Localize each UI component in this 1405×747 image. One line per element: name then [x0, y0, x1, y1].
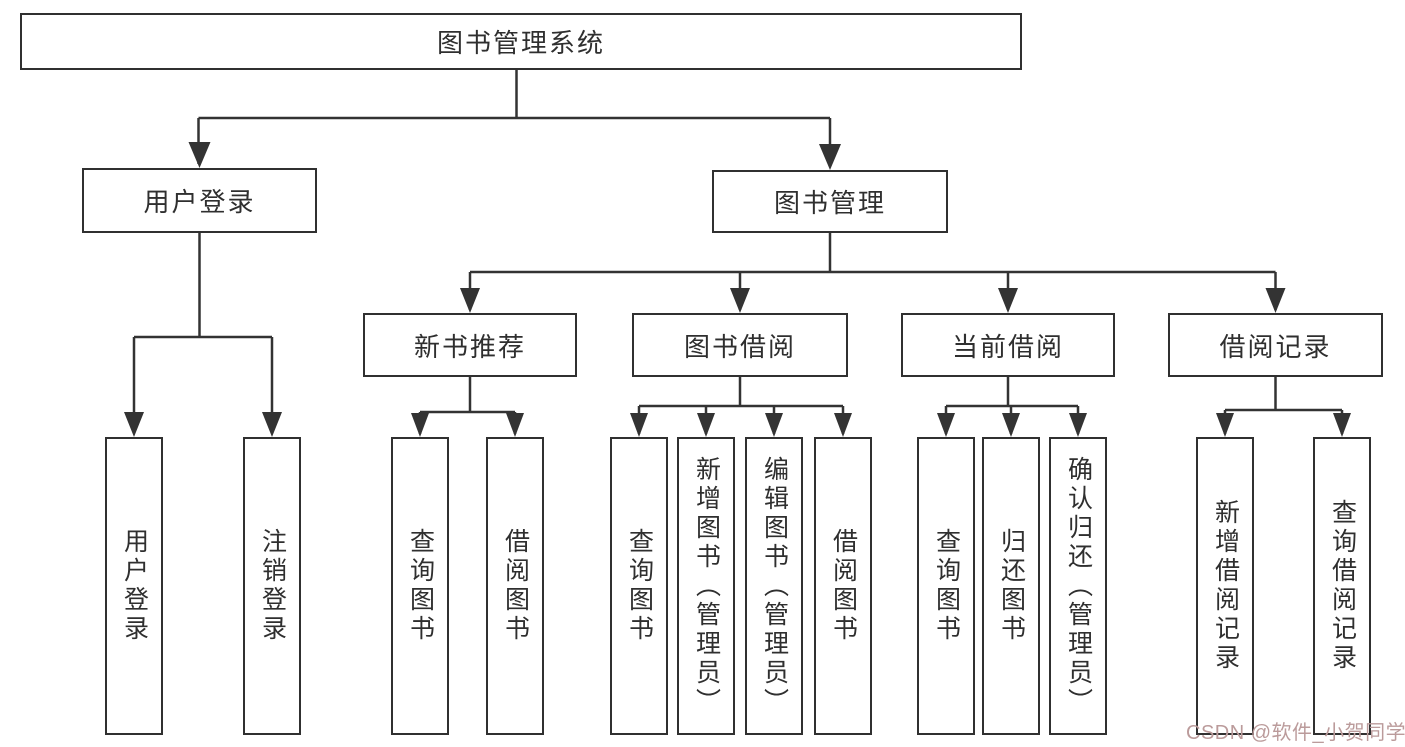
leaf-return-book: 归还图书 [982, 437, 1040, 735]
leaf-confirm-return-admin: 确认归还（管理员） [1049, 437, 1107, 735]
leaf-query-book-3: 查询图书 [917, 437, 975, 735]
arrow-icon [819, 144, 841, 170]
node-new-book-recommend: 新书推荐 [363, 313, 577, 377]
connector-book-management-split [468, 233, 1277, 310]
connector-borrow-record-split [1223, 377, 1344, 434]
leaf-label: 注销登录 [258, 528, 287, 644]
leaf-query-book-1: 查询图书 [391, 437, 449, 735]
connector-new-book-split [418, 377, 517, 434]
leaf-label: 查询图书 [625, 528, 654, 644]
arrow-icon [506, 413, 524, 437]
leaf-add-borrow-record: 新增借阅记录 [1196, 437, 1254, 735]
leaf-add-book-admin: 新增图书（管理员） [677, 437, 735, 735]
leaf-label: 借阅图书 [501, 528, 530, 644]
leaf-query-book-2: 查询图书 [610, 437, 668, 735]
leaf-borrow-book-2: 借阅图书 [814, 437, 872, 735]
node-borrow-record-label: 借阅记录 [1219, 331, 1332, 362]
node-new-book-recommend-label: 新书推荐 [413, 331, 526, 362]
arrow-icon [730, 288, 750, 313]
leaf-label: 查询图书 [406, 528, 435, 644]
leaf-label: 新增借阅记录 [1211, 499, 1240, 673]
node-user-login-label: 用户登录 [143, 187, 256, 217]
node-book-management: 图书管理 [712, 170, 948, 233]
leaf-edit-book-admin: 编辑图书（管理员） [745, 437, 803, 735]
leaf-query-borrow-record: 查询借阅记录 [1313, 437, 1371, 735]
connector-user-login-split [132, 233, 274, 433]
node-current-borrow-label: 当前借阅 [951, 331, 1064, 362]
node-root-label: 图书管理系统 [436, 28, 605, 58]
arrow-icon [630, 413, 648, 437]
node-book-management-label: 图书管理 [773, 188, 886, 218]
arrow-icon [188, 142, 211, 168]
node-user-login: 用户登录 [82, 168, 317, 233]
arrow-icon [262, 412, 282, 437]
arrow-icon [1069, 413, 1087, 437]
leaf-label: 查询图书 [932, 528, 961, 644]
leaf-label: 确认归还（管理员） [1064, 455, 1093, 717]
connector-root-split [197, 70, 832, 166]
csdn-watermark: CSDN @软件_小贺同学 [1186, 722, 1405, 744]
arrowheads [124, 142, 1351, 437]
arrow-icon [1002, 413, 1020, 437]
leaf-label: 借阅图书 [829, 528, 858, 644]
arrow-icon [1216, 413, 1234, 437]
arrow-icon [411, 413, 429, 437]
arrow-icon [834, 413, 852, 437]
arrow-icon [1265, 288, 1286, 313]
node-book-borrow: 图书借阅 [632, 313, 848, 377]
leaf-user-login: 用户登录 [105, 437, 163, 735]
arrow-icon [1333, 413, 1351, 437]
arrow-icon [697, 413, 715, 437]
leaf-label: 查询借阅记录 [1328, 499, 1357, 673]
leaf-label: 用户登录 [120, 528, 149, 644]
node-borrow-record: 借阅记录 [1168, 313, 1383, 377]
arrow-icon [998, 288, 1018, 313]
node-book-borrow-label: 图书借阅 [683, 331, 796, 362]
leaf-logout: 注销登录 [243, 437, 301, 735]
arrow-icon [460, 288, 480, 313]
leaf-label: 新增图书（管理员） [692, 455, 721, 717]
node-current-borrow: 当前借阅 [901, 313, 1115, 377]
arrow-icon [937, 413, 955, 437]
leaf-label: 编辑图书（管理员） [760, 455, 789, 717]
arrow-icon [765, 413, 783, 437]
node-root: 图书管理系统 [20, 13, 1022, 70]
leaf-label: 归还图书 [997, 528, 1026, 644]
arrow-icon [124, 412, 144, 437]
leaf-borrow-book-1: 借阅图书 [486, 437, 544, 735]
connector-book-borrow-split [637, 377, 845, 434]
